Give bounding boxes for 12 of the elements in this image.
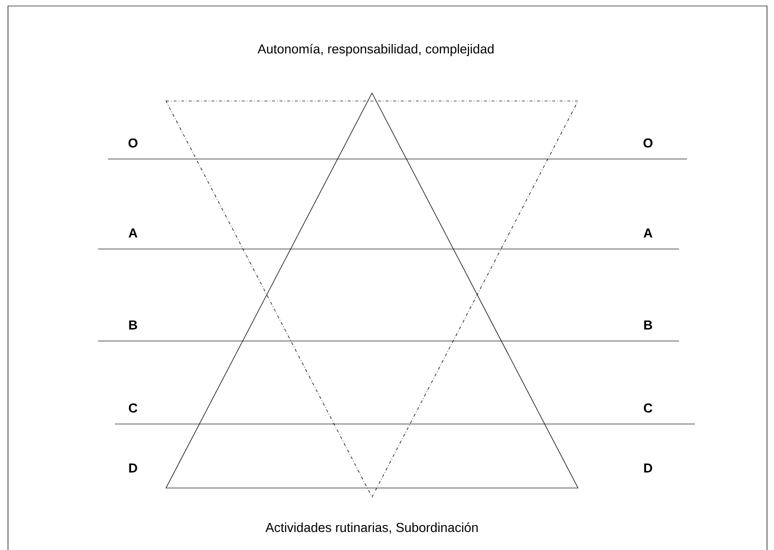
row-letter: C [128, 403, 138, 413]
row-letter: A [128, 228, 138, 238]
row-letter: O [644, 138, 652, 148]
row-letter: D [644, 464, 652, 472]
caption-text: Actividades rutinarias, Subordinación [265, 522, 478, 534]
row-letter: B [644, 320, 652, 330]
row-letter: A [644, 228, 652, 238]
row-letter: O [128, 138, 138, 148]
row-letter: C [644, 403, 652, 413]
row-letter: B [129, 320, 138, 330]
row-letter: D [129, 464, 138, 472]
caption-text: Autonomía, responsabilidad, complejidad [258, 44, 494, 56]
